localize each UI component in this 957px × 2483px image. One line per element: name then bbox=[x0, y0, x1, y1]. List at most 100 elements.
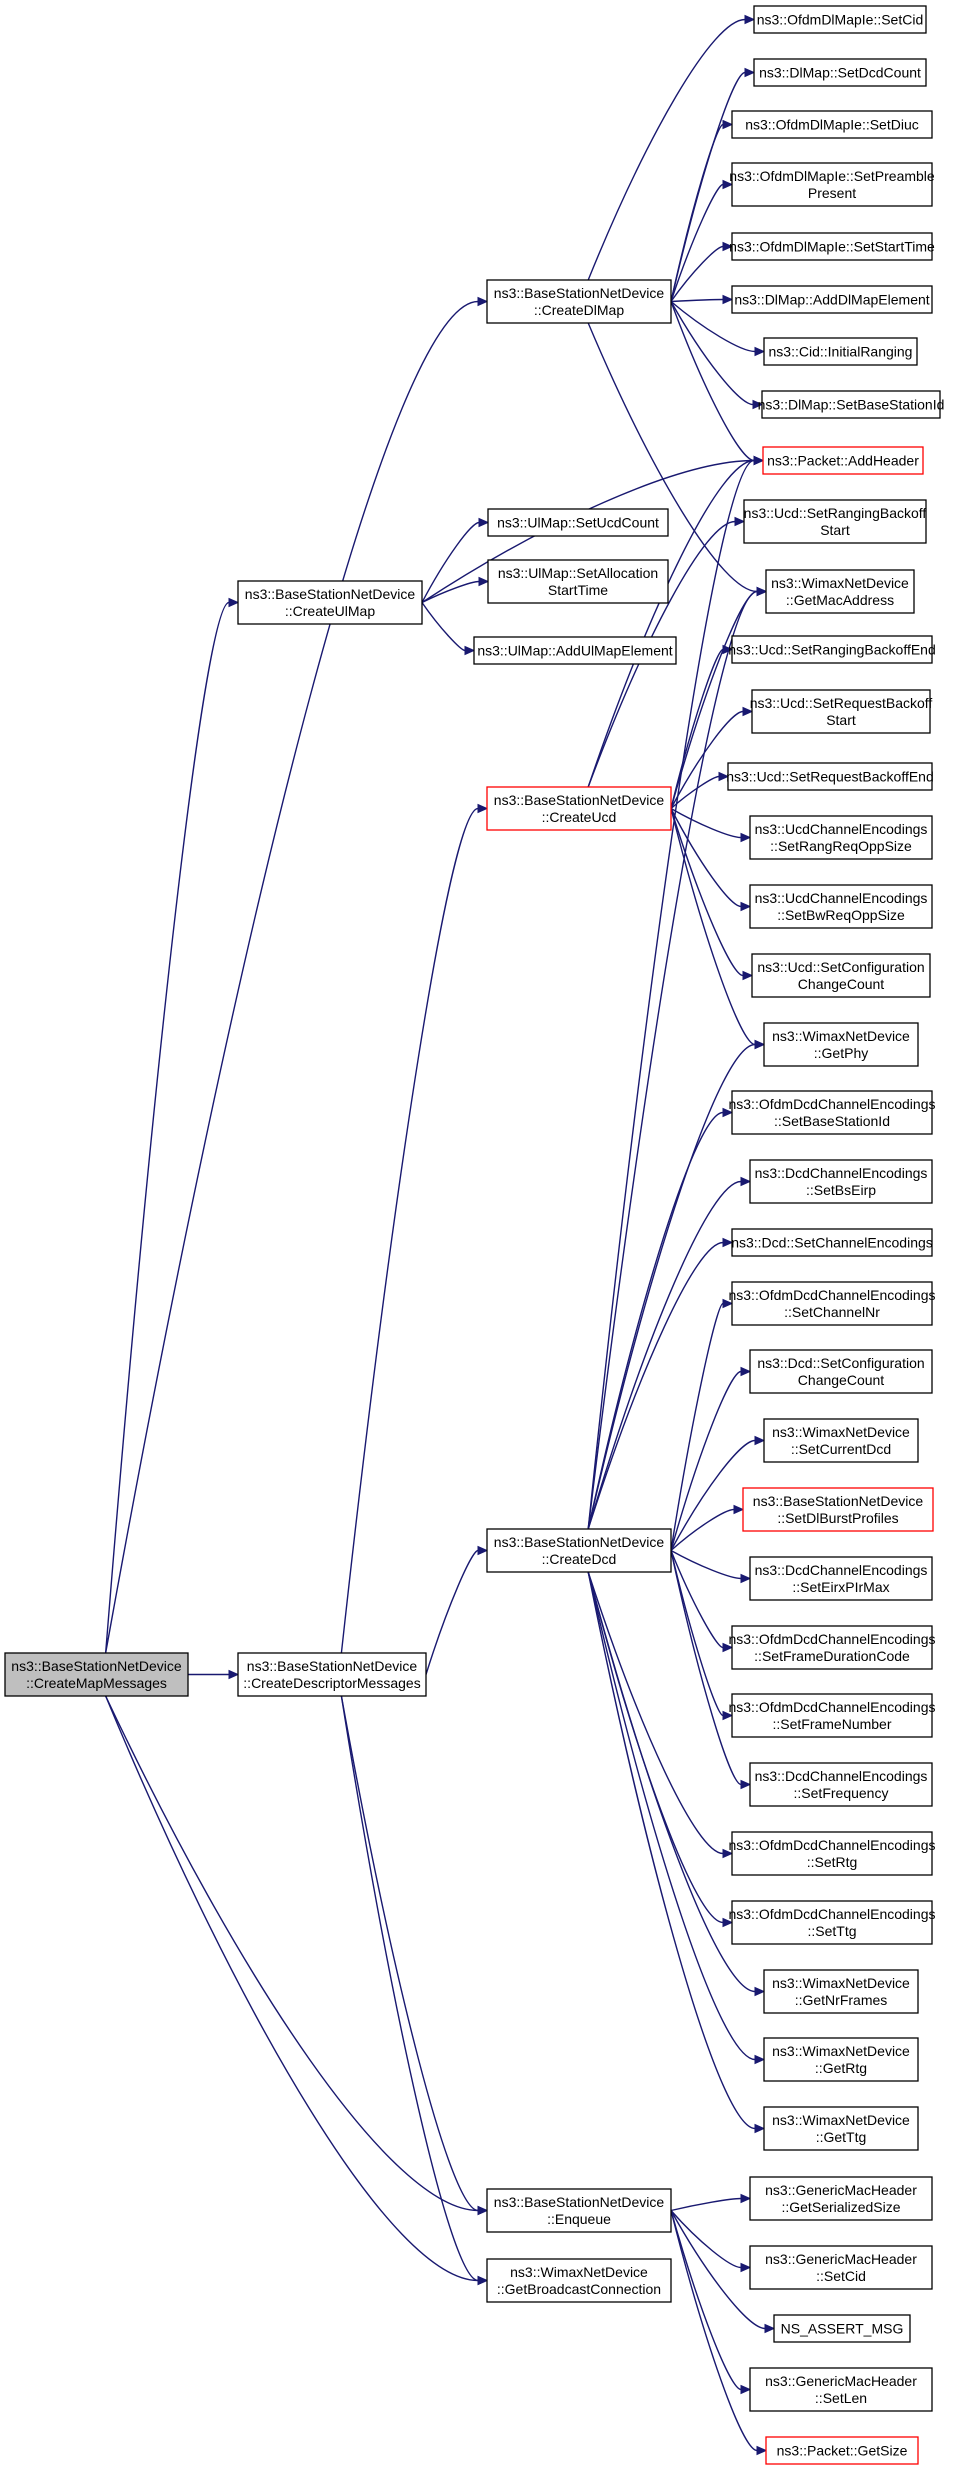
node-dcd_chan[interactable]: ns3::Dcd::SetChannelEncodings bbox=[731, 1228, 933, 1257]
node-dl_setcid[interactable]: ns3::OfdmDlMapIe::SetCid bbox=[753, 5, 927, 34]
node-getsize[interactable]: ns3::Packet::GetSize bbox=[765, 2436, 919, 2465]
arrowhead-cdcd-to-dcd_chan bbox=[722, 1237, 734, 1248]
node-box-cid_ir bbox=[763, 337, 918, 366]
node-label-cucd-1: ::CreateUcd bbox=[542, 809, 617, 825]
node-label-cdcd-0: ns3::BaseStationNetDevice bbox=[494, 1534, 665, 1550]
edge-cucd-to-addheader bbox=[587, 459, 755, 788]
node-label-uce_bw-0: ns3::UcdChannelEncodings bbox=[755, 890, 928, 906]
node-dl_setdiuc[interactable]: ns3::OfdmDlMapIe::SetDiuc bbox=[731, 110, 933, 139]
node-box-odce_fn bbox=[731, 1693, 933, 1738]
node-label-getrtg-1: ::GetRtg bbox=[815, 2060, 867, 2076]
node-cid_ir[interactable]: ns3::Cid::InitialRanging bbox=[763, 337, 918, 366]
edge-cdl-to-dl_addel bbox=[670, 298, 724, 303]
arrowhead-cdl-to-dl_setstart bbox=[722, 241, 734, 252]
node-ul_addel[interactable]: ns3::UlMap::AddUlMapElement bbox=[473, 636, 677, 665]
node-label-ucd_rbe-0: ns3::Ucd::SetRangingBackoffEnd bbox=[728, 642, 936, 658]
node-ul_setucd[interactable]: ns3::UlMap::SetUcdCount bbox=[487, 508, 669, 537]
node-cdl[interactable]: ns3::BaseStationNetDevice::CreateDlMap bbox=[486, 279, 672, 324]
node-label-dce_eirx-0: ns3::DcdChannelEncodings bbox=[755, 1562, 928, 1578]
node-label-cdcd-1: ::CreateDcd bbox=[542, 1551, 617, 1567]
edge-cdcd-to-dce_freq bbox=[670, 1550, 742, 1786]
node-box-getrtg bbox=[763, 2037, 919, 2082]
node-box-cul bbox=[237, 580, 423, 625]
node-getnrf[interactable]: ns3::WimaxNetDevice::GetNrFrames bbox=[763, 1969, 919, 2014]
arrowhead-enq-to-getsize bbox=[756, 2445, 768, 2456]
node-label-getttg-0: ns3::WimaxNetDevice bbox=[772, 2112, 910, 2128]
node-nsassert[interactable]: NS_ASSERT_MSG bbox=[773, 2314, 911, 2343]
node-label-dl_setcid-0: ns3::OfdmDlMapIe::SetCid bbox=[757, 12, 924, 28]
node-uce_bw[interactable]: ns3::UcdChannelEncodings::SetBwReqOppSiz… bbox=[749, 884, 933, 929]
node-dce_freq[interactable]: ns3::DcdChannelEncodings::SetFrequency bbox=[749, 1762, 933, 1807]
arrowhead-enq-to-gmh_ss bbox=[740, 2193, 752, 2204]
node-box-dce_freq bbox=[749, 1762, 933, 1807]
node-box-dl_setdcd bbox=[753, 58, 927, 87]
node-label-odce_bs-0: ns3::OfdmDcdChannelEncodings bbox=[728, 1096, 935, 1112]
arrowhead-cdcd-to-dce_freq bbox=[740, 1779, 752, 1790]
node-getrtg[interactable]: ns3::WimaxNetDevice::GetRtg bbox=[763, 2037, 919, 2082]
node-cdm[interactable]: ns3::BaseStationNetDevice::CreateDescrip… bbox=[237, 1652, 427, 1697]
node-odce_fdc[interactable]: ns3::OfdmDcdChannelEncodings::SetFrameDu… bbox=[728, 1625, 936, 1670]
node-box-ul_setalloc bbox=[487, 559, 669, 604]
node-cul[interactable]: ns3::BaseStationNetDevice::CreateUlMap bbox=[237, 580, 423, 625]
node-label-dce_freq-0: ns3::DcdChannelEncodings bbox=[755, 1768, 928, 1784]
node-cucd[interactable]: ns3::BaseStationNetDevice::CreateUcd bbox=[486, 786, 672, 831]
node-label-gbc-1: ::GetBroadcastConnection bbox=[497, 2281, 661, 2297]
node-cdcd[interactable]: ns3::BaseStationNetDevice::CreateDcd bbox=[486, 1528, 672, 1573]
node-label-getphy-1: ::GetPhy bbox=[814, 1045, 868, 1061]
node-gmh_cid[interactable]: ns3::GenericMacHeader::SetCid bbox=[749, 2245, 933, 2290]
node-label-odce_rtg-1: ::SetRtg bbox=[807, 1854, 858, 1870]
node-ucd_qbe[interactable]: ns3::Ucd::SetRequestBackoffEnd bbox=[726, 762, 934, 791]
node-odce_nr[interactable]: ns3::OfdmDcdChannelEncodings::SetChannel… bbox=[728, 1281, 936, 1326]
node-label-getnrf-1: ::GetNrFrames bbox=[795, 1992, 888, 2008]
node-getmac[interactable]: ns3::WimaxNetDevice::GetMacAddress bbox=[765, 569, 915, 614]
node-label-dl_setbs-0: ns3::DlMap::SetBaseStationId bbox=[758, 397, 945, 413]
edge-cdcd-to-dcd_chan bbox=[587, 1241, 724, 1530]
edge-cdcd-to-odce_nr bbox=[670, 1302, 724, 1551]
node-setdlbp[interactable]: ns3::BaseStationNetDevice::SetDlBurstPro… bbox=[742, 1487, 934, 1532]
node-odce_rtg[interactable]: ns3::OfdmDcdChannelEncodings::SetRtg bbox=[728, 1831, 936, 1876]
node-gmh_ss[interactable]: ns3::GenericMacHeader::GetSerializedSize bbox=[749, 2176, 933, 2221]
arrowhead-cdl-to-dl_setdcd bbox=[744, 67, 756, 78]
node-odce_ttg[interactable]: ns3::OfdmDcdChannelEncodings::SetTtg bbox=[728, 1900, 936, 1945]
node-dl_setbs[interactable]: ns3::DlMap::SetBaseStationId bbox=[758, 390, 945, 419]
node-box-ul_setucd bbox=[487, 508, 669, 537]
node-odce_bs[interactable]: ns3::OfdmDcdChannelEncodings::SetBaseSta… bbox=[728, 1090, 936, 1135]
edge-cdcd-to-getttg bbox=[587, 1571, 756, 2130]
node-label-odce_nr-0: ns3::OfdmDcdChannelEncodings bbox=[728, 1287, 935, 1303]
node-dl_setdcd[interactable]: ns3::DlMap::SetDcdCount bbox=[753, 58, 927, 87]
node-label-enq-0: ns3::BaseStationNetDevice bbox=[494, 2194, 665, 2210]
node-getttg[interactable]: ns3::WimaxNetDevice::GetTtg bbox=[763, 2106, 919, 2151]
node-dce_eirp[interactable]: ns3::DcdChannelEncodings::SetBsEirp bbox=[749, 1159, 933, 1204]
node-label-setdlbp-1: ::SetDlBurstProfiles bbox=[777, 1510, 898, 1526]
node-dce_eirx[interactable]: ns3::DcdChannelEncodings::SetEirxPIrMax bbox=[749, 1556, 933, 1601]
node-ucd_rbe[interactable]: ns3::Ucd::SetRangingBackoffEnd bbox=[728, 635, 936, 664]
node-box-setcurdcd bbox=[763, 1418, 919, 1463]
node-root[interactable]: ns3::BaseStationNetDevice::CreateMapMess… bbox=[4, 1652, 189, 1697]
node-uce_rang[interactable]: ns3::UcdChannelEncodings::SetRangReqOppS… bbox=[749, 815, 933, 860]
node-addheader[interactable]: ns3::Packet::AddHeader bbox=[762, 446, 924, 475]
node-box-dl_setcid bbox=[753, 5, 927, 34]
node-box-odce_nr bbox=[731, 1281, 933, 1326]
node-odce_fn[interactable]: ns3::OfdmDcdChannelEncodings::SetFrameNu… bbox=[728, 1693, 936, 1738]
node-label-dl_addel-0: ns3::DlMap::AddDlMapElement bbox=[734, 292, 929, 308]
node-setcurdcd[interactable]: ns3::WimaxNetDevice::SetCurrentDcd bbox=[763, 1418, 919, 1463]
node-getphy[interactable]: ns3::WimaxNetDevice::GetPhy bbox=[763, 1022, 919, 1067]
node-box-nsassert bbox=[773, 2314, 911, 2343]
node-dl_addel[interactable]: ns3::DlMap::AddDlMapElement bbox=[731, 285, 933, 314]
node-gmh_len[interactable]: ns3::GenericMacHeader::SetLen bbox=[749, 2367, 933, 2412]
node-gbc[interactable]: ns3::WimaxNetDevice::GetBroadcastConnect… bbox=[486, 2258, 672, 2303]
arrowhead-cdcd-to-addheader bbox=[753, 455, 765, 466]
node-box-gbc bbox=[486, 2258, 672, 2303]
node-label-gmh_ss-1: ::GetSerializedSize bbox=[781, 2199, 900, 2215]
edge-cucd-to-uce_rang bbox=[670, 807, 742, 839]
graph-nodes: ns3::BaseStationNetDevice::CreateMapMess… bbox=[4, 5, 945, 2465]
node-dl_setstart[interactable]: ns3::OfdmDlMapIe::SetStartTime bbox=[729, 232, 935, 261]
node-enq[interactable]: ns3::BaseStationNetDevice::Enqueue bbox=[486, 2188, 672, 2233]
node-box-dl_setstart bbox=[731, 232, 933, 261]
